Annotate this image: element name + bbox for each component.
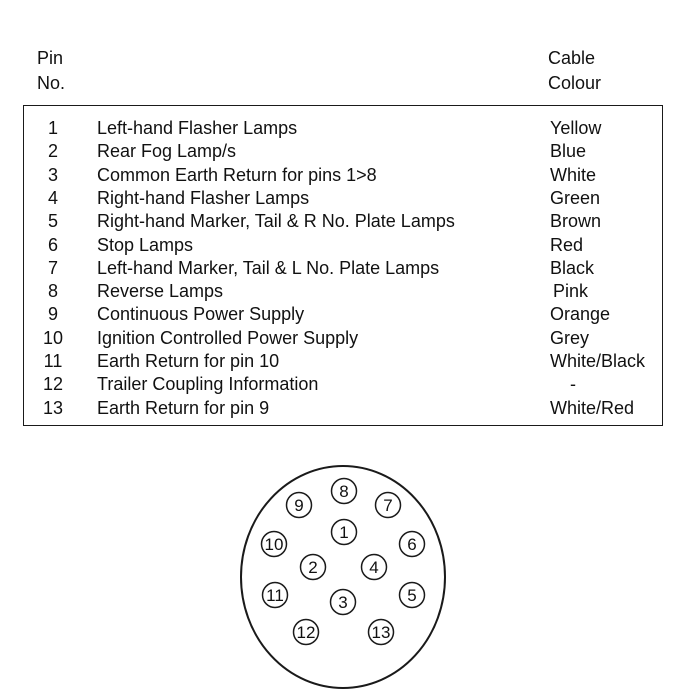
pin-number-header: Pin No. [37, 48, 66, 93]
cable-colour: Brown [550, 211, 602, 232]
cable-colour: - [570, 374, 576, 395]
table-row: 12 Trailer Coupling Information - [24, 373, 662, 396]
connector-outline [240, 465, 446, 689]
connector-pin: 3 [329, 588, 357, 616]
pin-circle [292, 618, 320, 646]
cable-colour: White [550, 164, 597, 185]
cable-colour: Green [550, 187, 601, 208]
pin-number: 6 [47, 234, 58, 255]
pin-function: Reverse Lamps [97, 281, 224, 302]
pin-circle [374, 491, 402, 519]
connector-pin: 2 [299, 553, 327, 581]
pin-circle [367, 618, 395, 646]
pin-circle [398, 581, 426, 609]
pin-number: 13 [42, 397, 64, 418]
connector-pin: 7 [374, 491, 402, 519]
pin-number: 3 [47, 164, 58, 185]
pin-number: 1 [47, 118, 58, 138]
pin-function: Trailer Coupling Information [97, 374, 319, 395]
pin-circle [285, 491, 313, 519]
pin-label: 6 [407, 535, 416, 554]
table-row: 9 Continuous Power Supply Orange [24, 303, 662, 326]
cable-colour: Yellow [550, 118, 602, 138]
pin-number: 10 [42, 327, 64, 348]
pin-label: 2 [308, 558, 317, 577]
connector-pin: 5 [398, 581, 426, 609]
pin-label: 8 [339, 482, 348, 501]
pin-circle [330, 477, 358, 505]
pin-label: 3 [338, 593, 347, 612]
pin-function: Common Earth Return for pins 1>8 [97, 164, 377, 185]
pin-number: 4 [47, 187, 58, 208]
cable-colour: White/Red [550, 397, 635, 418]
pin-function: Continuous Power Supply [97, 304, 305, 325]
connector-pin: 8 [330, 477, 358, 505]
pin-function: Ignition Controlled Power Supply [97, 327, 359, 348]
connector-pin: 13 [367, 618, 395, 646]
pin-label: 13 [372, 623, 391, 642]
cable-colour: Orange [550, 304, 611, 325]
pin-label: 11 [266, 586, 284, 605]
table-row: 7 Left-hand Marker, Tail & L No. Plate L… [24, 257, 662, 280]
table-row: 13 Earth Return for pin 9 White/Red [24, 397, 662, 420]
pin-number: 7 [47, 257, 58, 278]
pin-label: 7 [383, 496, 392, 515]
table-row: 2 Rear Fog Lamp/s Blue [24, 140, 662, 163]
connector-pin: 11 [261, 581, 289, 609]
connector-pin: 6 [398, 530, 426, 558]
table-row: 1 Left-hand Flasher Lamps Yellow [24, 117, 662, 140]
pin-function: Right-hand Marker, Tail & R No. Plate La… [97, 211, 455, 232]
pin-circle [260, 530, 288, 558]
pin-label: 10 [265, 535, 284, 554]
pin-function: Right-hand Flasher Lamps [97, 187, 310, 208]
cable-colour-header: Cable Colour [548, 48, 602, 93]
pin-number: 12 [42, 374, 64, 395]
cable-colour: Black [550, 257, 595, 278]
pin-function: Left-hand Flasher Lamps [97, 118, 298, 138]
pin-function: Left-hand Marker, Tail & L No. Plate Lam… [97, 257, 440, 278]
table-row: 10 Ignition Controlled Power Supply Grey [24, 327, 662, 350]
pin-label: 4 [369, 558, 378, 577]
pin-function: Earth Return for pin 10 [97, 351, 280, 371]
connector-pin: 9 [285, 491, 313, 519]
cable-colour: Grey [550, 327, 590, 348]
pin-table: 1 Left-hand Flasher Lamps Yellow 2 Rear … [23, 105, 663, 426]
table-row: 5 Right-hand Marker, Tail & R No. Plate … [24, 210, 662, 233]
table-row: 3 Common Earth Return for pins 1>8 White [24, 164, 662, 187]
table-row: 8 Reverse Lamps Pink [24, 280, 662, 303]
pin-circle [299, 553, 327, 581]
pin-number: 5 [47, 211, 58, 232]
pin-circle [398, 530, 426, 558]
cable-colour: White/Black [550, 351, 646, 371]
connector-pin: 1 [330, 518, 358, 546]
pin-label: 12 [297, 623, 316, 642]
table-row: 6 Stop Lamps Red [24, 234, 662, 257]
pin-label: 5 [407, 586, 416, 605]
pin-circle [330, 518, 358, 546]
table-row: 4 Right-hand Flasher Lamps Green [24, 187, 662, 210]
pin-circle [261, 581, 289, 609]
pin-function: Stop Lamps [97, 234, 194, 255]
pin-circle [329, 588, 357, 616]
pin-number: 2 [47, 141, 58, 162]
pin-function: Earth Return for pin 9 [97, 397, 270, 418]
pin-number: 8 [47, 281, 58, 302]
pin-circle [360, 553, 388, 581]
pin-label: 9 [294, 496, 303, 515]
cable-colour: Blue [550, 141, 587, 162]
pin-label: 1 [339, 523, 348, 542]
pin-number: 11 [43, 351, 63, 371]
connector-pin: 4 [360, 553, 388, 581]
connector-pin: 12 [292, 618, 320, 646]
table-row: 11 Earth Return for pin 10 White/Black [24, 350, 662, 373]
connector-pin-diagram: 1 2 3 4 5 6 7 8 9 10 11 12 [240, 465, 446, 689]
pin-function: Rear Fog Lamp/s [97, 141, 237, 162]
cable-colour: Red [550, 234, 584, 255]
cable-colour: Pink [553, 281, 589, 302]
pin-number: 9 [47, 304, 58, 325]
connector-pin: 10 [260, 530, 288, 558]
